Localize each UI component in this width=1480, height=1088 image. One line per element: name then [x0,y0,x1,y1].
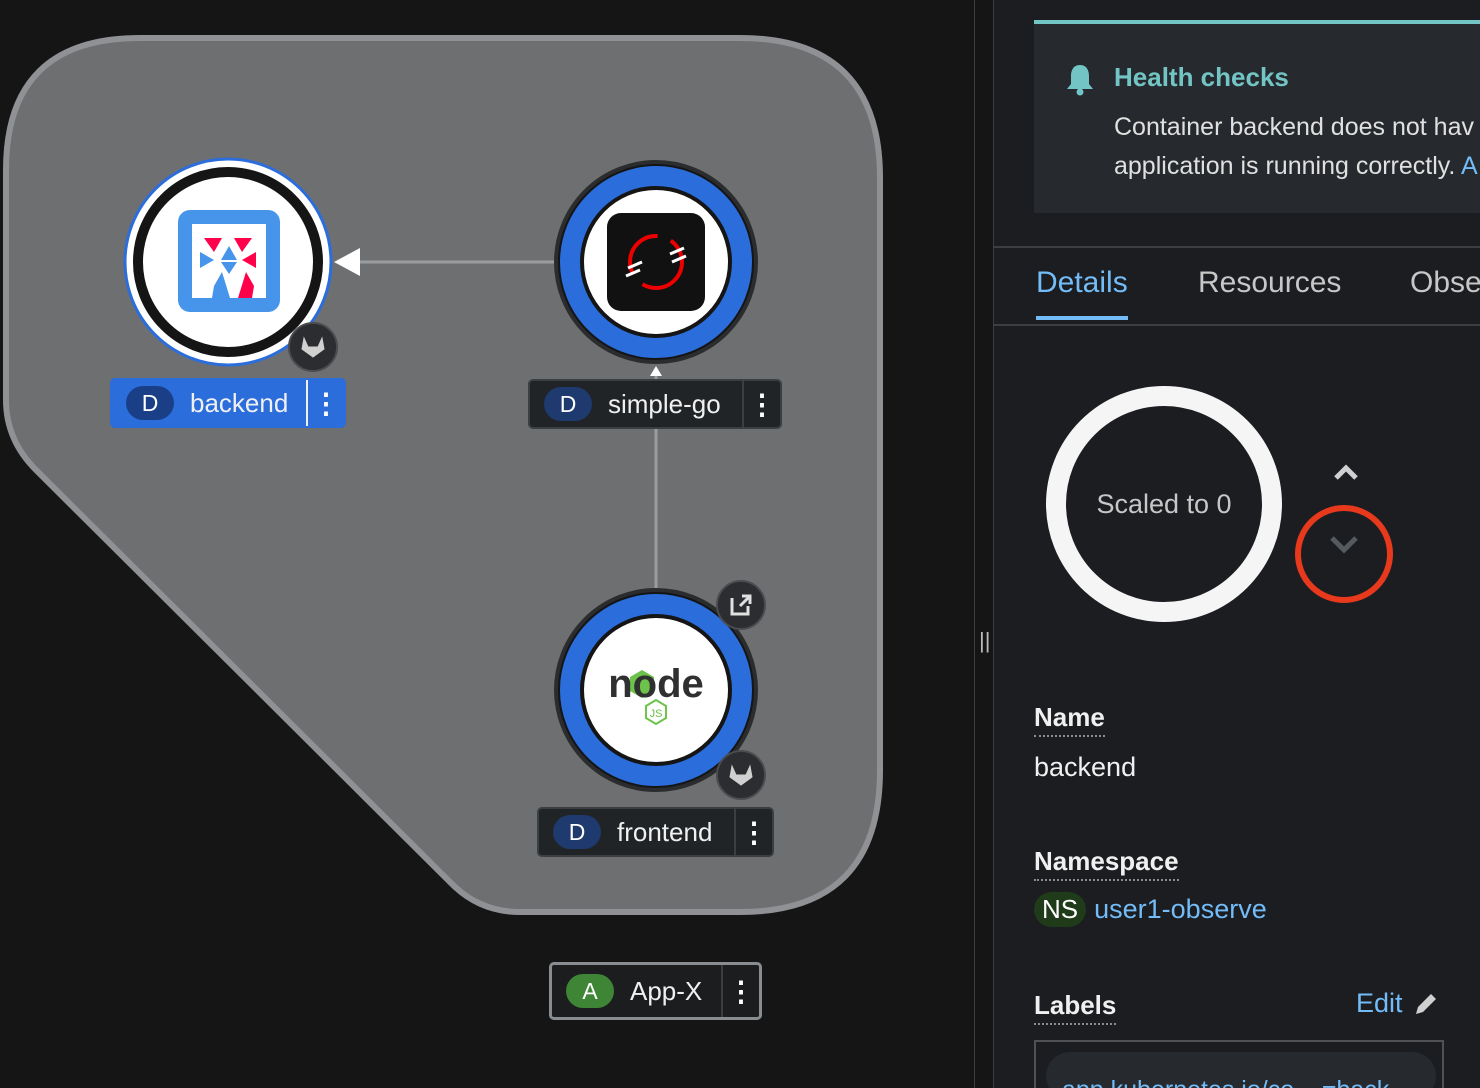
pod-ring [1046,386,1282,622]
divider [994,246,1480,248]
name-value: backend [1034,752,1137,782]
tab-observe[interactable]: Obse [1410,266,1480,299]
alert-title: Health checks [1114,62,1289,92]
panel-border [993,0,994,1088]
gitlab-icon[interactable] [288,322,338,372]
health-checks-alert: Health checks Container backend does not… [1034,20,1480,213]
application-badge: A [566,974,614,1008]
edge-arrowhead-small [650,366,662,376]
chevron-up-icon[interactable] [1330,456,1362,488]
deployment-badge: D [126,386,174,420]
alert-line: Container backend does not hav [1114,113,1474,141]
openshift-icon [607,213,705,311]
node-label-frontend[interactable]: D frontend ⋮ [537,807,774,857]
chevron-down-icon [1330,536,1358,554]
namespace-row: NS user1-observe [1034,892,1267,927]
external-link-icon[interactable] [716,580,766,630]
edit-label: Edit [1356,988,1403,1018]
gitlab-icon[interactable] [716,750,766,800]
bell-icon [1067,65,1093,96]
kebab-menu-button[interactable]: ⋮ [734,809,772,855]
quarkus-icon [178,210,280,312]
details-tabs: Details Resources Obse [994,248,1480,326]
node-label-backend[interactable]: D backend ⋮ [110,378,346,428]
nodejs-icon: node JS [608,662,704,726]
pod-status: Scaled to 0 [1096,488,1232,519]
labels-label: Labels [1034,990,1117,1025]
namespace-badge: NS [1034,892,1087,927]
tab-resources[interactable]: Resources [1198,266,1342,299]
topology-canvas[interactable]: node JS D backend ⋮ D simple-go ⋮ D fron… [0,0,975,1088]
labels-box: app.kubernetes.io/co... =back... [1034,1040,1444,1088]
application-name: App-X [630,975,703,1006]
edge-arrowhead [334,248,360,276]
node-name: backend [190,387,289,418]
application-label[interactable]: A App-X ⋮ [549,962,762,1020]
node-frontend[interactable] [554,588,758,792]
resize-handle[interactable]: || [979,628,991,653]
alert-line: application is running correctly. [1114,152,1456,180]
topology-graph: node JS [3,35,883,915]
node-label-simple-go[interactable]: D simple-go ⋮ [528,379,782,429]
svg-text:node: node [608,662,704,706]
edit-labels-button[interactable]: Edit [1356,988,1441,1019]
pencil-icon [1415,993,1436,1014]
alert-body: Container backend does not hav applicati… [1114,108,1480,186]
kebab-menu-button[interactable]: ⋮ [306,380,344,426]
label-chip[interactable]: app.kubernetes.io/co... =back... [1046,1052,1436,1088]
node-name: frontend [617,816,713,847]
deployment-badge: D [553,815,601,849]
kebab-menu-button[interactable]: ⋮ [742,381,780,427]
svg-text:JS: JS [650,708,663,720]
panel-divider [974,0,975,1088]
namespace-label: Namespace [1034,846,1179,881]
alert-link[interactable]: A [1460,152,1478,180]
side-panel: Health checks Container backend does not… [994,0,1480,1088]
kebab-menu-button[interactable]: ⋮ [721,965,759,1017]
deployment-badge: D [544,387,592,421]
tab-details[interactable]: Details [1036,266,1128,320]
name-label: Name [1034,702,1105,737]
node-name: simple-go [608,388,721,419]
namespace-link[interactable]: user1-observe [1094,894,1267,924]
scale-down-button[interactable] [1292,502,1396,606]
